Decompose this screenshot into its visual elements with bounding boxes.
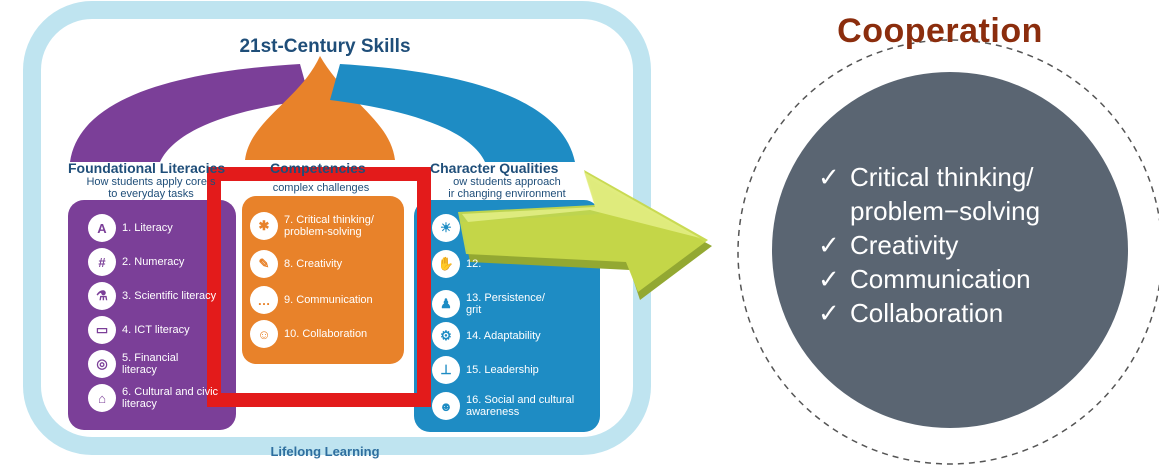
competencies-heading: Competencies — [270, 160, 366, 176]
list-item: A 1. Literacy — [88, 214, 228, 242]
list-item: ⚙ 14. Adaptability — [432, 322, 592, 350]
gears-icon: ⚙ — [432, 322, 460, 350]
list-item: … 9. Communication — [250, 286, 400, 314]
checkmark-icon: ✓ — [818, 298, 840, 328]
arrow-shape — [458, 170, 708, 292]
list-item: ✓Creativity — [818, 230, 959, 260]
character-subtitle: ow students approach ir changing environ… — [448, 176, 566, 200]
list-item: ⊥ 15. Leadership — [432, 356, 592, 384]
list-item: # 2. Numeracy — [88, 248, 228, 276]
list-item: problem−solving — [850, 196, 1041, 226]
foundational-subtitle: How students apply core s to everyday ta… — [86, 176, 216, 200]
list-item: ✱ 7. Critical thinking/ problem-solving — [250, 212, 400, 240]
orange-panel — [242, 196, 404, 364]
frame-title: 21st-Century Skills — [239, 36, 411, 57]
list-item: ▭ 4. ICT literacy — [88, 316, 228, 344]
blue-stream — [330, 64, 575, 162]
arrow-highlight — [462, 172, 700, 238]
community-icon: ☻ — [432, 392, 460, 420]
list-item: ✓Collaboration — [818, 298, 1004, 328]
cooperation-list: ✓Critical thinking/ problem−solving ✓Cre… — [818, 160, 1118, 330]
checkmark-icon: ✓ — [818, 230, 840, 260]
list-item: ⚗ 3. Scientific literacy — [88, 282, 228, 310]
list-item: ✓Critical thinking/ — [818, 162, 1034, 192]
frame-footer: Lifelong Learning — [270, 444, 380, 459]
dashed-circle — [737, 39, 1159, 465]
abc-icon: A — [88, 214, 116, 242]
list-item: ✓Communication — [818, 264, 1031, 294]
list-item: ♟ 13. Persistence/ grit — [432, 290, 592, 318]
building-icon: ⌂ — [88, 384, 116, 412]
competencies-subtitle: complex challenges — [272, 182, 370, 194]
cooperation-circle — [772, 72, 1128, 428]
list-item: ✎ 8. Creativity — [250, 250, 400, 278]
checkmark-icon: ✓ — [818, 162, 840, 192]
brain-icon: ✱ — [250, 212, 278, 240]
laptop-icon: ▭ — [88, 316, 116, 344]
list-item: ◎ 5. Financial literacy — [88, 350, 228, 378]
character-heading: Character Qualities — [430, 160, 559, 176]
coins-icon: ◎ — [88, 350, 116, 378]
cooperation-title: Cooperation — [837, 12, 1043, 50]
numbers-icon: # — [88, 248, 116, 276]
checkmark-icon: ✓ — [818, 264, 840, 294]
people-group-icon: ☺ — [250, 320, 278, 348]
purple-stream — [70, 64, 310, 162]
speech-bubble-icon: … — [250, 286, 278, 314]
person-icon: ♟ — [432, 290, 460, 318]
list-item: ☺ 10. Collaboration — [250, 320, 400, 348]
flask-icon: ⚗ — [88, 282, 116, 310]
list-item: ☀ — [432, 214, 462, 242]
foundational-heading: Foundational Literacies — [68, 160, 226, 176]
list-item: ✋ 12. — [432, 250, 502, 278]
orange-stream — [245, 56, 395, 160]
list-item: ⌂ 6. Cultural and civic literacy — [88, 384, 228, 412]
lightbulb-icon: ☀ — [432, 214, 460, 242]
hand-icon: ✋ — [432, 250, 460, 278]
highlight-box — [207, 167, 431, 407]
pencils-icon: ✎ — [250, 250, 278, 278]
list-item: ☻ 16. Social and cultural awareness — [432, 392, 597, 420]
hierarchy-icon: ⊥ — [432, 356, 460, 384]
